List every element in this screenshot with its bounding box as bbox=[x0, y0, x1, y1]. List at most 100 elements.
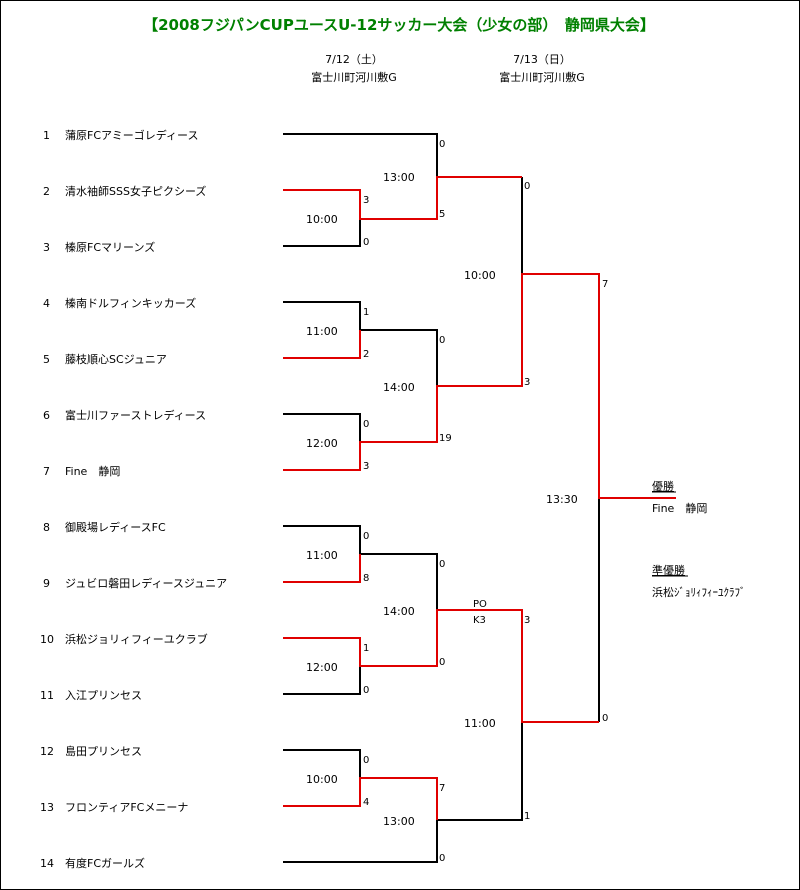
score-m1-team2: 3 bbox=[363, 195, 369, 206]
runnerup-name: 浜松ｼﾞｮﾘｨﾌｨｰﾕｸﾗﾌﾞ bbox=[652, 585, 746, 599]
team-8-no: 8 bbox=[43, 521, 50, 534]
team-1-no: 1 bbox=[43, 129, 50, 142]
score-m5-team10: 1 bbox=[363, 643, 369, 654]
line-team1 bbox=[283, 133, 438, 177]
day2-venue: 富士川町河川敷G bbox=[499, 70, 585, 84]
team-3-name: 榛原FCマリーンズ bbox=[65, 240, 155, 254]
line-team8 bbox=[283, 525, 361, 554]
team-13-no: 13 bbox=[40, 801, 54, 814]
team-12-no: 12 bbox=[40, 745, 54, 758]
score-s1-bottom: 3 bbox=[524, 377, 530, 388]
pk-note-line2: K3 bbox=[473, 615, 486, 626]
champion-name: Fine 静岡 bbox=[652, 501, 707, 515]
score-m5-team11: 0 bbox=[363, 685, 369, 696]
win-path-team10 bbox=[283, 609, 599, 723]
line-team6 bbox=[283, 413, 361, 442]
score-m6-team12: 0 bbox=[363, 755, 369, 766]
team-14-no: 14 bbox=[40, 857, 54, 870]
champion-label: 優勝 bbox=[652, 479, 674, 493]
time-q2: 14:00 bbox=[383, 381, 415, 394]
line-m2-winner-up bbox=[360, 329, 438, 386]
time-q1: 13:00 bbox=[383, 171, 415, 184]
score-s2-top: 3 bbox=[524, 615, 530, 626]
score-q2-top: 0 bbox=[439, 335, 445, 346]
win-path-team7 bbox=[283, 273, 676, 499]
score-q4-team13: 7 bbox=[439, 783, 445, 794]
score-q3-bottom: 0 bbox=[439, 657, 445, 668]
page-title: 【2008フジパンCUPユースU-12サッカー大会（少女の部） 静岡県大会】 bbox=[143, 16, 655, 34]
bracket-lines-red bbox=[283, 176, 676, 820]
team-11-no: 11 bbox=[40, 689, 54, 702]
pk-note-line1: PO bbox=[473, 599, 487, 610]
team-2-no: 2 bbox=[43, 185, 50, 198]
team-5-no: 5 bbox=[43, 353, 50, 366]
team-10-name: 浜松ジョリィフィーユクラブ bbox=[65, 632, 208, 646]
win-path-team5 bbox=[283, 330, 361, 359]
score-m2-team4: 1 bbox=[363, 307, 369, 318]
score-m3-team7: 3 bbox=[363, 461, 369, 472]
team-7-no: 7 bbox=[43, 465, 50, 478]
team-7-name: Fine 静岡 bbox=[65, 464, 120, 478]
team-10-no: 10 bbox=[40, 633, 54, 646]
score-final-top: 7 bbox=[602, 279, 608, 290]
line-team4 bbox=[283, 301, 361, 330]
team-list: 1 蒲原FCアミーゴレディース 2 清水袖師SSS女子ピクシーズ 3 榛原FCマ… bbox=[40, 128, 227, 870]
score-q2-bottom: 19 bbox=[439, 433, 452, 444]
team-4-no: 4 bbox=[43, 297, 50, 310]
day1-date: 7/12（土） bbox=[325, 53, 383, 66]
day1-venue: 富士川町河川敷G bbox=[311, 70, 397, 84]
team-2-name: 清水袖師SSS女子ピクシーズ bbox=[65, 184, 206, 198]
score-m6-team13: 4 bbox=[363, 797, 369, 808]
team-13-name: フロンティアFCメニーナ bbox=[65, 801, 188, 814]
win-path-team13 bbox=[283, 777, 438, 820]
score-q1-team1: 0 bbox=[439, 139, 445, 150]
score-q4-team14: 0 bbox=[439, 853, 445, 864]
day2-date: 7/13（日） bbox=[513, 53, 571, 66]
score-m4-team8: 0 bbox=[363, 531, 369, 542]
score-m3-team6: 0 bbox=[363, 419, 369, 430]
line-team3 bbox=[283, 219, 361, 247]
time-m6: 10:00 bbox=[306, 773, 338, 786]
line-team11 bbox=[283, 666, 361, 695]
time-final: 13:30 bbox=[546, 493, 578, 506]
team-12-name: 島田プリンセス bbox=[65, 744, 142, 758]
team-11-name: 入江プリンセス bbox=[65, 689, 142, 702]
time-m3: 12:00 bbox=[306, 437, 338, 450]
line-team12 bbox=[283, 749, 361, 778]
time-q3: 14:00 bbox=[383, 605, 415, 618]
team-1-name: 蒲原FCアミーゴレディース bbox=[65, 128, 198, 142]
win-path-team2 bbox=[283, 176, 522, 220]
win-path-team9 bbox=[283, 554, 361, 583]
time-m4: 11:00 bbox=[306, 549, 338, 562]
line-m4-winner-up bbox=[360, 553, 438, 610]
team-4-name: 榛南ドルフィンキッカーズ bbox=[65, 296, 196, 310]
team-9-name: ジュビロ磐田レディースジュニア bbox=[65, 576, 227, 590]
team-6-name: 富士川ファーストレディース bbox=[65, 408, 206, 422]
team-6-no: 6 bbox=[43, 409, 50, 422]
time-m2: 11:00 bbox=[306, 325, 338, 338]
line-q4-up bbox=[437, 722, 523, 821]
time-s1: 10:00 bbox=[464, 269, 496, 282]
team-14-name: 有度FCガールズ bbox=[65, 856, 145, 870]
time-m1: 10:00 bbox=[306, 213, 338, 226]
team-3-no: 3 bbox=[43, 241, 50, 254]
team-9-no: 9 bbox=[43, 577, 50, 590]
score-s1-top: 0 bbox=[524, 181, 530, 192]
score-m4-team9: 8 bbox=[363, 573, 369, 584]
line-team14 bbox=[283, 820, 438, 863]
time-q4: 13:00 bbox=[383, 815, 415, 828]
time-m5: 12:00 bbox=[306, 661, 338, 674]
score-final-bottom: 0 bbox=[602, 713, 608, 724]
score-s2-bottom: 1 bbox=[524, 811, 530, 822]
score-m1-team3: 0 bbox=[363, 237, 369, 248]
team-5-name: 藤枝順心SCジュニア bbox=[65, 352, 167, 366]
team-8-name: 御殿場レディースFC bbox=[65, 520, 166, 534]
score-m2-team5: 2 bbox=[363, 349, 369, 360]
time-s2: 11:00 bbox=[464, 717, 496, 730]
score-q1-team2: 5 bbox=[439, 209, 445, 220]
bracket-lines bbox=[283, 133, 676, 863]
score-q3-top: 0 bbox=[439, 559, 445, 570]
runnerup-label: 準優勝 bbox=[652, 563, 685, 577]
